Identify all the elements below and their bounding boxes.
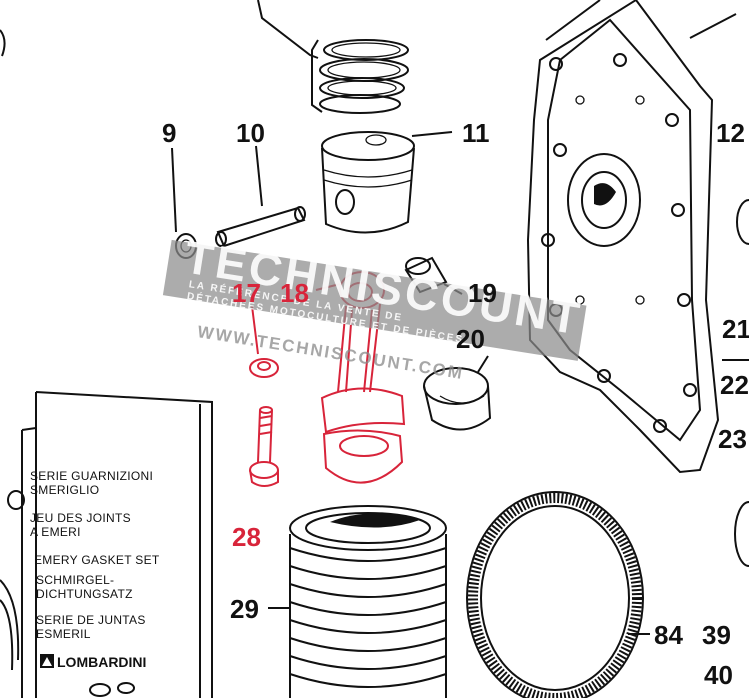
part-number-84: 84 [654, 620, 683, 650]
part-number-21: 21 [722, 314, 749, 344]
part-number-20: 20 [456, 324, 485, 354]
gasket-line-8: SERIE DE JUNTAS [36, 613, 146, 627]
part-number-39: 39 [702, 620, 731, 650]
part-number-17: 17 [232, 278, 261, 308]
bearing-shells [423, 355, 492, 431]
lombardini-brand: LOMBARDINI [57, 654, 146, 670]
part-number-12: 12 [716, 118, 745, 148]
piston-rings [257, 0, 409, 114]
gasket-line-4: A EMERI [30, 525, 81, 539]
part-number-28: 28 [232, 522, 261, 552]
part-number-11: 11 [462, 118, 490, 148]
gasket-ring [466, 491, 650, 698]
gasket-line-2: SMERIGLIO [30, 483, 99, 497]
part-number-10: 10 [236, 118, 265, 148]
gasket-line-9: ESMERIL [36, 627, 91, 641]
part-number-9: 9 [162, 118, 176, 148]
part-number-23: 23 [718, 424, 747, 454]
piston-pin [215, 145, 306, 248]
watermark-band [162, 239, 587, 361]
right-edge-parts [722, 199, 749, 567]
gasket-line-3: JEU DES JOINTS [30, 511, 131, 525]
rod-nut [249, 305, 279, 378]
part-number-29: 29 [230, 594, 259, 624]
gasket-line-6: SCHMIRGEL- [36, 573, 114, 587]
piston [321, 131, 453, 234]
gasket-line-5: EMERY GASKET SET [34, 553, 160, 567]
part-number-19: 19 [468, 278, 497, 308]
part-number-40: 40 [704, 660, 733, 690]
gasket-line-7: DICHTUNGSATZ [36, 587, 133, 601]
cylinder [268, 505, 447, 698]
gasket-line-1: SERIE GUARNIZIONI [30, 469, 153, 483]
part-number-22: 22 [720, 370, 749, 400]
crankcase-cover [526, 0, 737, 474]
rod-bolt [249, 406, 279, 487]
gasket-set-card: SERIE GUARNIZIONI SMERIGLIO JEU DES JOIN… [21, 391, 213, 698]
part-number-18: 18 [280, 278, 309, 308]
left-edge-parts [0, 29, 135, 697]
